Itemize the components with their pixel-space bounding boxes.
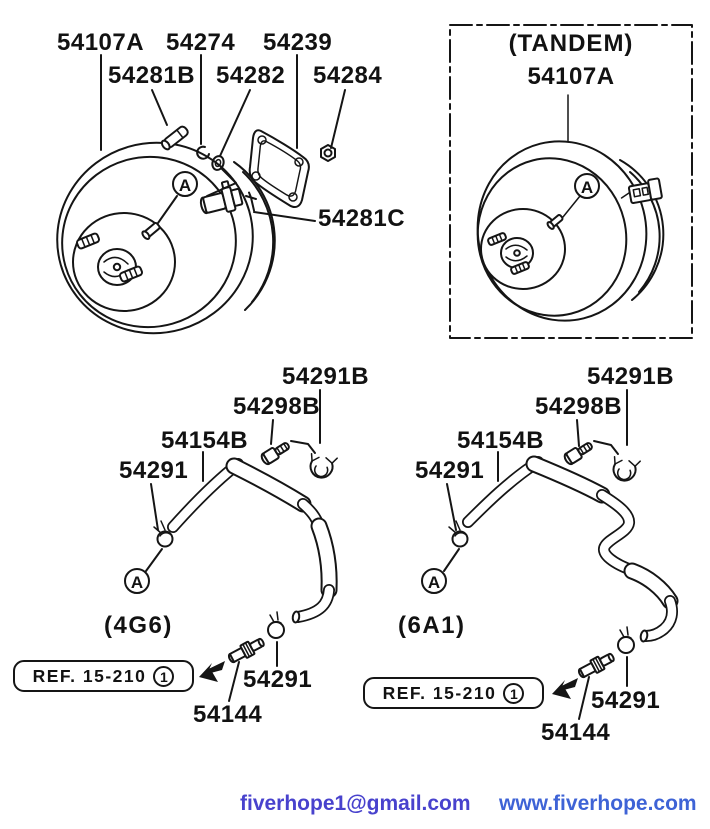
- part-label-54291b-6a1: 54291B: [587, 363, 675, 390]
- hose-4g6-drawing: [167, 457, 338, 624]
- footer-website-link[interactable]: www.fiverhope.com: [499, 792, 697, 815]
- mounting-stud: [76, 232, 100, 250]
- part-label-54291-bottom-4g6: 54291: [243, 666, 313, 693]
- part-label-54154b-4g6: 54154B: [161, 427, 249, 454]
- bolt-54298b: [563, 442, 593, 466]
- ref-number-circled-4g6: 1: [153, 665, 175, 687]
- hose-6a1-hardware: [448, 442, 641, 679]
- leader-lines-6a1: [443, 389, 628, 720]
- ref-box-6a1: REF. 15-210 1: [363, 677, 544, 709]
- tandem-box-border: [449, 24, 693, 339]
- ref-arrow-icon: [199, 661, 225, 682]
- ref-number-circled-6a1: 1: [503, 682, 525, 704]
- marker-a-tandem: A: [574, 173, 600, 199]
- pin-54281c-drawing: [245, 191, 257, 212]
- clip-54291b: [309, 452, 338, 479]
- snap-ring-54274-drawing: [196, 145, 210, 160]
- clamp-54291-top: [153, 520, 174, 548]
- tandem-header: (TANDEM) 54107A: [450, 32, 692, 89]
- mounting-stud: [119, 265, 143, 283]
- part-label-54281c: 54281C: [318, 205, 406, 232]
- part-label-54154b-6a1: 54154B: [457, 427, 545, 454]
- clamp-54291-bottom: [267, 611, 285, 639]
- stud-a-target: [141, 221, 161, 240]
- clamp-54291-top: [448, 520, 469, 548]
- tandem-valve-bracket: [620, 177, 663, 204]
- part-label-54291-top-4g6: 54291: [119, 457, 189, 484]
- engine-code-4g6: (4G6): [104, 612, 173, 639]
- footer-email-link[interactable]: fiverhope1@gmail.com: [240, 792, 471, 815]
- part-label-54291-bottom-6a1: 54291: [591, 687, 661, 714]
- ref-arrow-icon: [552, 678, 578, 699]
- leader-lines-4g6: [145, 389, 321, 702]
- bolt-54298b: [260, 442, 290, 466]
- ref-label-6a1: REF. 15-210: [382, 682, 497, 703]
- part-label-54144-6a1: 54144: [541, 719, 611, 746]
- pin-54281b-drawing: [160, 125, 189, 151]
- part-label-54281b: 54281B: [108, 62, 196, 89]
- part-label-54298b-4g6: 54298B: [233, 393, 321, 420]
- part-label-54291-top-6a1: 54291: [415, 457, 485, 484]
- tandem-caption: (TANDEM): [508, 30, 634, 57]
- part-label-54107a: 54107A: [57, 29, 145, 56]
- part-label-54298b-6a1: 54298B: [535, 393, 623, 420]
- marker-a-6a1: A: [421, 568, 447, 594]
- part-label-54239: 54239: [263, 29, 333, 56]
- clip-54291b: [612, 455, 641, 482]
- nut-54284-drawing: [320, 144, 336, 162]
- ref-box-4g6: REF. 15-210 1: [13, 660, 194, 692]
- part-label-54274: 54274: [166, 29, 236, 56]
- part-label-54284: 54284: [313, 62, 383, 89]
- fitting-54144: [227, 637, 265, 664]
- part-label-54107a-tandem: 54107A: [527, 63, 615, 90]
- engine-code-6a1: (6A1): [398, 612, 466, 639]
- booster-tandem-drawing: [476, 94, 665, 322]
- gasket-drawing: [248, 129, 310, 209]
- leader-lines-main: [100, 54, 346, 224]
- ref-label-4g6: REF. 15-210: [32, 665, 147, 686]
- hose-4g6-hardware: [153, 442, 338, 664]
- marker-a-4g6: A: [124, 568, 150, 594]
- clamp-54291-bottom: [617, 626, 635, 654]
- hose-6a1-drawing: [462, 455, 679, 643]
- booster-single-drawing: [56, 141, 276, 335]
- part-label-54291b-4g6: 54291B: [282, 363, 370, 390]
- marker-a-main: A: [172, 171, 198, 197]
- part-label-54282: 54282: [216, 62, 286, 89]
- fitting-54144: [577, 652, 615, 679]
- part-label-54144-4g6: 54144: [193, 701, 263, 728]
